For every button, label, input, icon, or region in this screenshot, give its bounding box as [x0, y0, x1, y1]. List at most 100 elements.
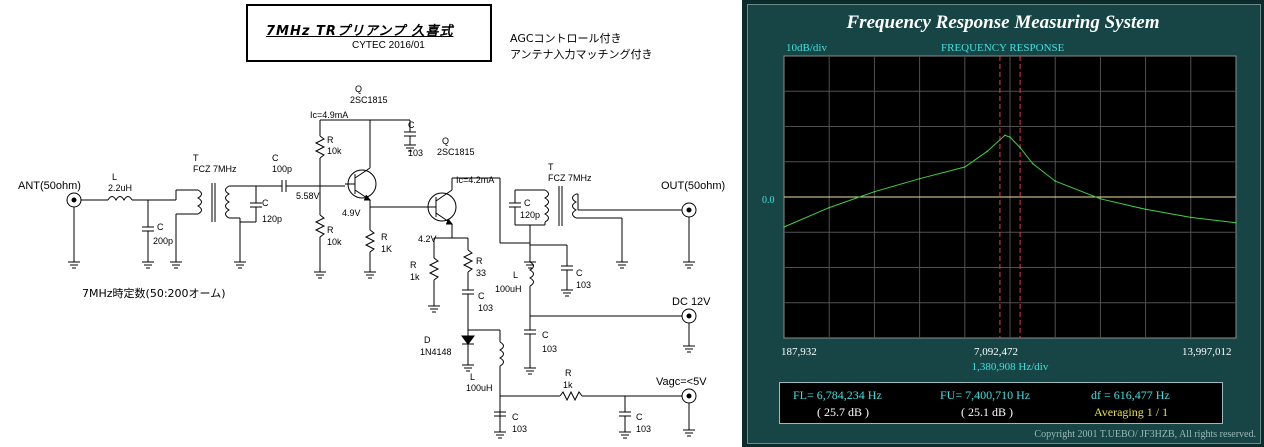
ant-label: ANT(50ohm): [18, 180, 81, 192]
r2-value: 10k: [327, 237, 342, 247]
response-data-point: [1190, 216, 1192, 219]
c6-value: 120p: [520, 210, 541, 220]
x-center-label: 7,092,472: [974, 346, 1018, 358]
fu-readout: FU= 7,400,710 Hz: [940, 388, 1031, 402]
response-data-point: [873, 190, 876, 193]
averaging-readout: Averaging 1 / 1: [1094, 405, 1169, 419]
c3-ref: C: [272, 153, 279, 163]
q2-ref: Q: [442, 136, 450, 146]
schematic-subtitle: CYTEC 2016/01: [352, 40, 425, 51]
frequency-response-plot: [783, 55, 1237, 339]
l2-ref: L: [470, 372, 476, 382]
time-constant-caption: 7MHz時定数(50:200オーム): [82, 287, 226, 300]
ic2-label: Ic=4.2mA: [456, 175, 495, 185]
note-antenna: アンテナ入力マッチング付き: [510, 48, 653, 61]
c5-value: 103: [478, 303, 494, 313]
response-data-point: [986, 150, 989, 152]
c3-value: 100p: [272, 164, 293, 174]
c2-value: 120p: [262, 214, 283, 224]
x-start-label: 187,932: [781, 346, 817, 358]
df-readout: df = 616,477 Hz: [1091, 388, 1170, 402]
response-data-point: [783, 226, 785, 228]
out-label: OUT(50ohm): [661, 180, 726, 192]
response-data-point: [1235, 221, 1237, 224]
c9-value: 103: [512, 424, 528, 434]
q1-value: 2SC1815: [350, 95, 388, 105]
r5-ref: R: [476, 256, 483, 266]
v-emitter-label: 4.9V: [342, 208, 361, 218]
fl-db-readout: ( 25.7 dB ): [817, 405, 869, 419]
c10-ref: C: [636, 412, 643, 422]
response-data-point: [1019, 146, 1021, 149]
vagc-label: Vagc=<5V: [656, 376, 707, 388]
response-data-point: [918, 177, 921, 180]
q1-ref: Q: [355, 84, 363, 94]
response-data-point: [1054, 180, 1056, 182]
response-trace: [783, 134, 1237, 228]
t1-ref: T: [193, 153, 199, 163]
c8-ref: C: [542, 330, 549, 340]
r6-ref: R: [565, 368, 572, 378]
note-agc: AGCコントロール付き: [510, 32, 622, 45]
c7-value: 103: [576, 280, 592, 290]
d1-value: 1N4148: [420, 347, 452, 357]
l1-value: 2.2uH: [108, 183, 133, 193]
l3-ref: L: [513, 270, 519, 280]
response-data-point: [1009, 136, 1011, 138]
scale-label: 10dB/div: [786, 42, 827, 54]
q2-value: 2SC1815: [437, 147, 475, 157]
c9-ref: C: [512, 412, 519, 422]
r3-value: 1K: [381, 244, 393, 254]
fu-db-readout: ( 25.1 dB ): [961, 405, 1013, 419]
c1-value: 200p: [153, 236, 174, 246]
r4-ref: R: [410, 260, 417, 270]
copyright-notice: Copyright 2001 T.UEBO/ JF3HZB, All right…: [1034, 429, 1256, 440]
v-q2-label: 4.2V: [418, 234, 437, 244]
c4-value: 103: [408, 148, 424, 158]
l1-ref: L: [112, 172, 118, 182]
c5-ref: C: [478, 291, 485, 301]
c10-value: 103: [636, 424, 652, 434]
c4-ref: C: [408, 120, 415, 130]
response-data-point: [828, 206, 830, 209]
response-data-point: [964, 166, 966, 168]
r4-value: 1k: [410, 272, 420, 282]
r1-ref: R: [327, 135, 334, 145]
response-data-point: [1144, 208, 1147, 211]
reference-label: 0.0: [762, 195, 775, 206]
schematic-panel: 7MHz TRプリアンプ 久喜式 CYTEC 2016/01 AGCコントロール…: [18, 4, 726, 439]
c8-value: 103: [542, 344, 558, 354]
d1-ref: D: [424, 335, 431, 345]
r1-value: 10k: [327, 146, 342, 156]
fl-readout: FL= 6,784,234 Hz: [793, 388, 882, 402]
r2-ref: R: [327, 225, 334, 235]
ic1-label: Ic=4.9mA: [310, 110, 349, 120]
t2-ref: T: [548, 162, 554, 172]
r6-value: 1k: [563, 380, 573, 390]
measurement-readout: FL= 6,784,234 Hz FU= 7,400,710 Hz df = 6…: [779, 382, 1223, 424]
analyzer-title: Frequency Response Measuring System: [846, 12, 1160, 33]
title-block: 7MHz TRプリアンプ 久喜式 CYTEC 2016/01: [246, 4, 492, 62]
response-data-point: [1031, 162, 1034, 165]
schematic-drawing: [66, 119, 697, 439]
dc-label: DC 12V: [672, 296, 711, 308]
c7-ref: C: [576, 268, 583, 278]
l2-value: 100uH: [466, 383, 493, 393]
v-base-label: 5.58V: [296, 191, 320, 201]
t2-value: FCZ 7MHz: [548, 173, 592, 183]
c2-ref: C: [262, 198, 269, 208]
response-data-point: [1099, 198, 1102, 200]
analyzer-window: Frequency Response Measuring System 10dB…: [742, 0, 1264, 447]
c6-ref: C: [524, 198, 531, 208]
r3-ref: R: [381, 232, 388, 242]
schematic-title: 7MHz TRプリアンプ 久喜式: [266, 24, 454, 39]
frequency-markers: [999, 56, 1021, 338]
t1-value: FCZ 7MHz: [193, 164, 237, 174]
x-end-label: 13,997,012: [1182, 346, 1232, 358]
c1-ref: C: [157, 222, 164, 232]
r5-value: 33: [476, 268, 487, 278]
response-data-point: [1004, 134, 1006, 137]
span-label: 1,380,908 Hz/div: [971, 361, 1049, 373]
plot-title: FREQUENCY RESPONSE: [941, 42, 1065, 54]
l3-value: 100uH: [495, 284, 522, 294]
